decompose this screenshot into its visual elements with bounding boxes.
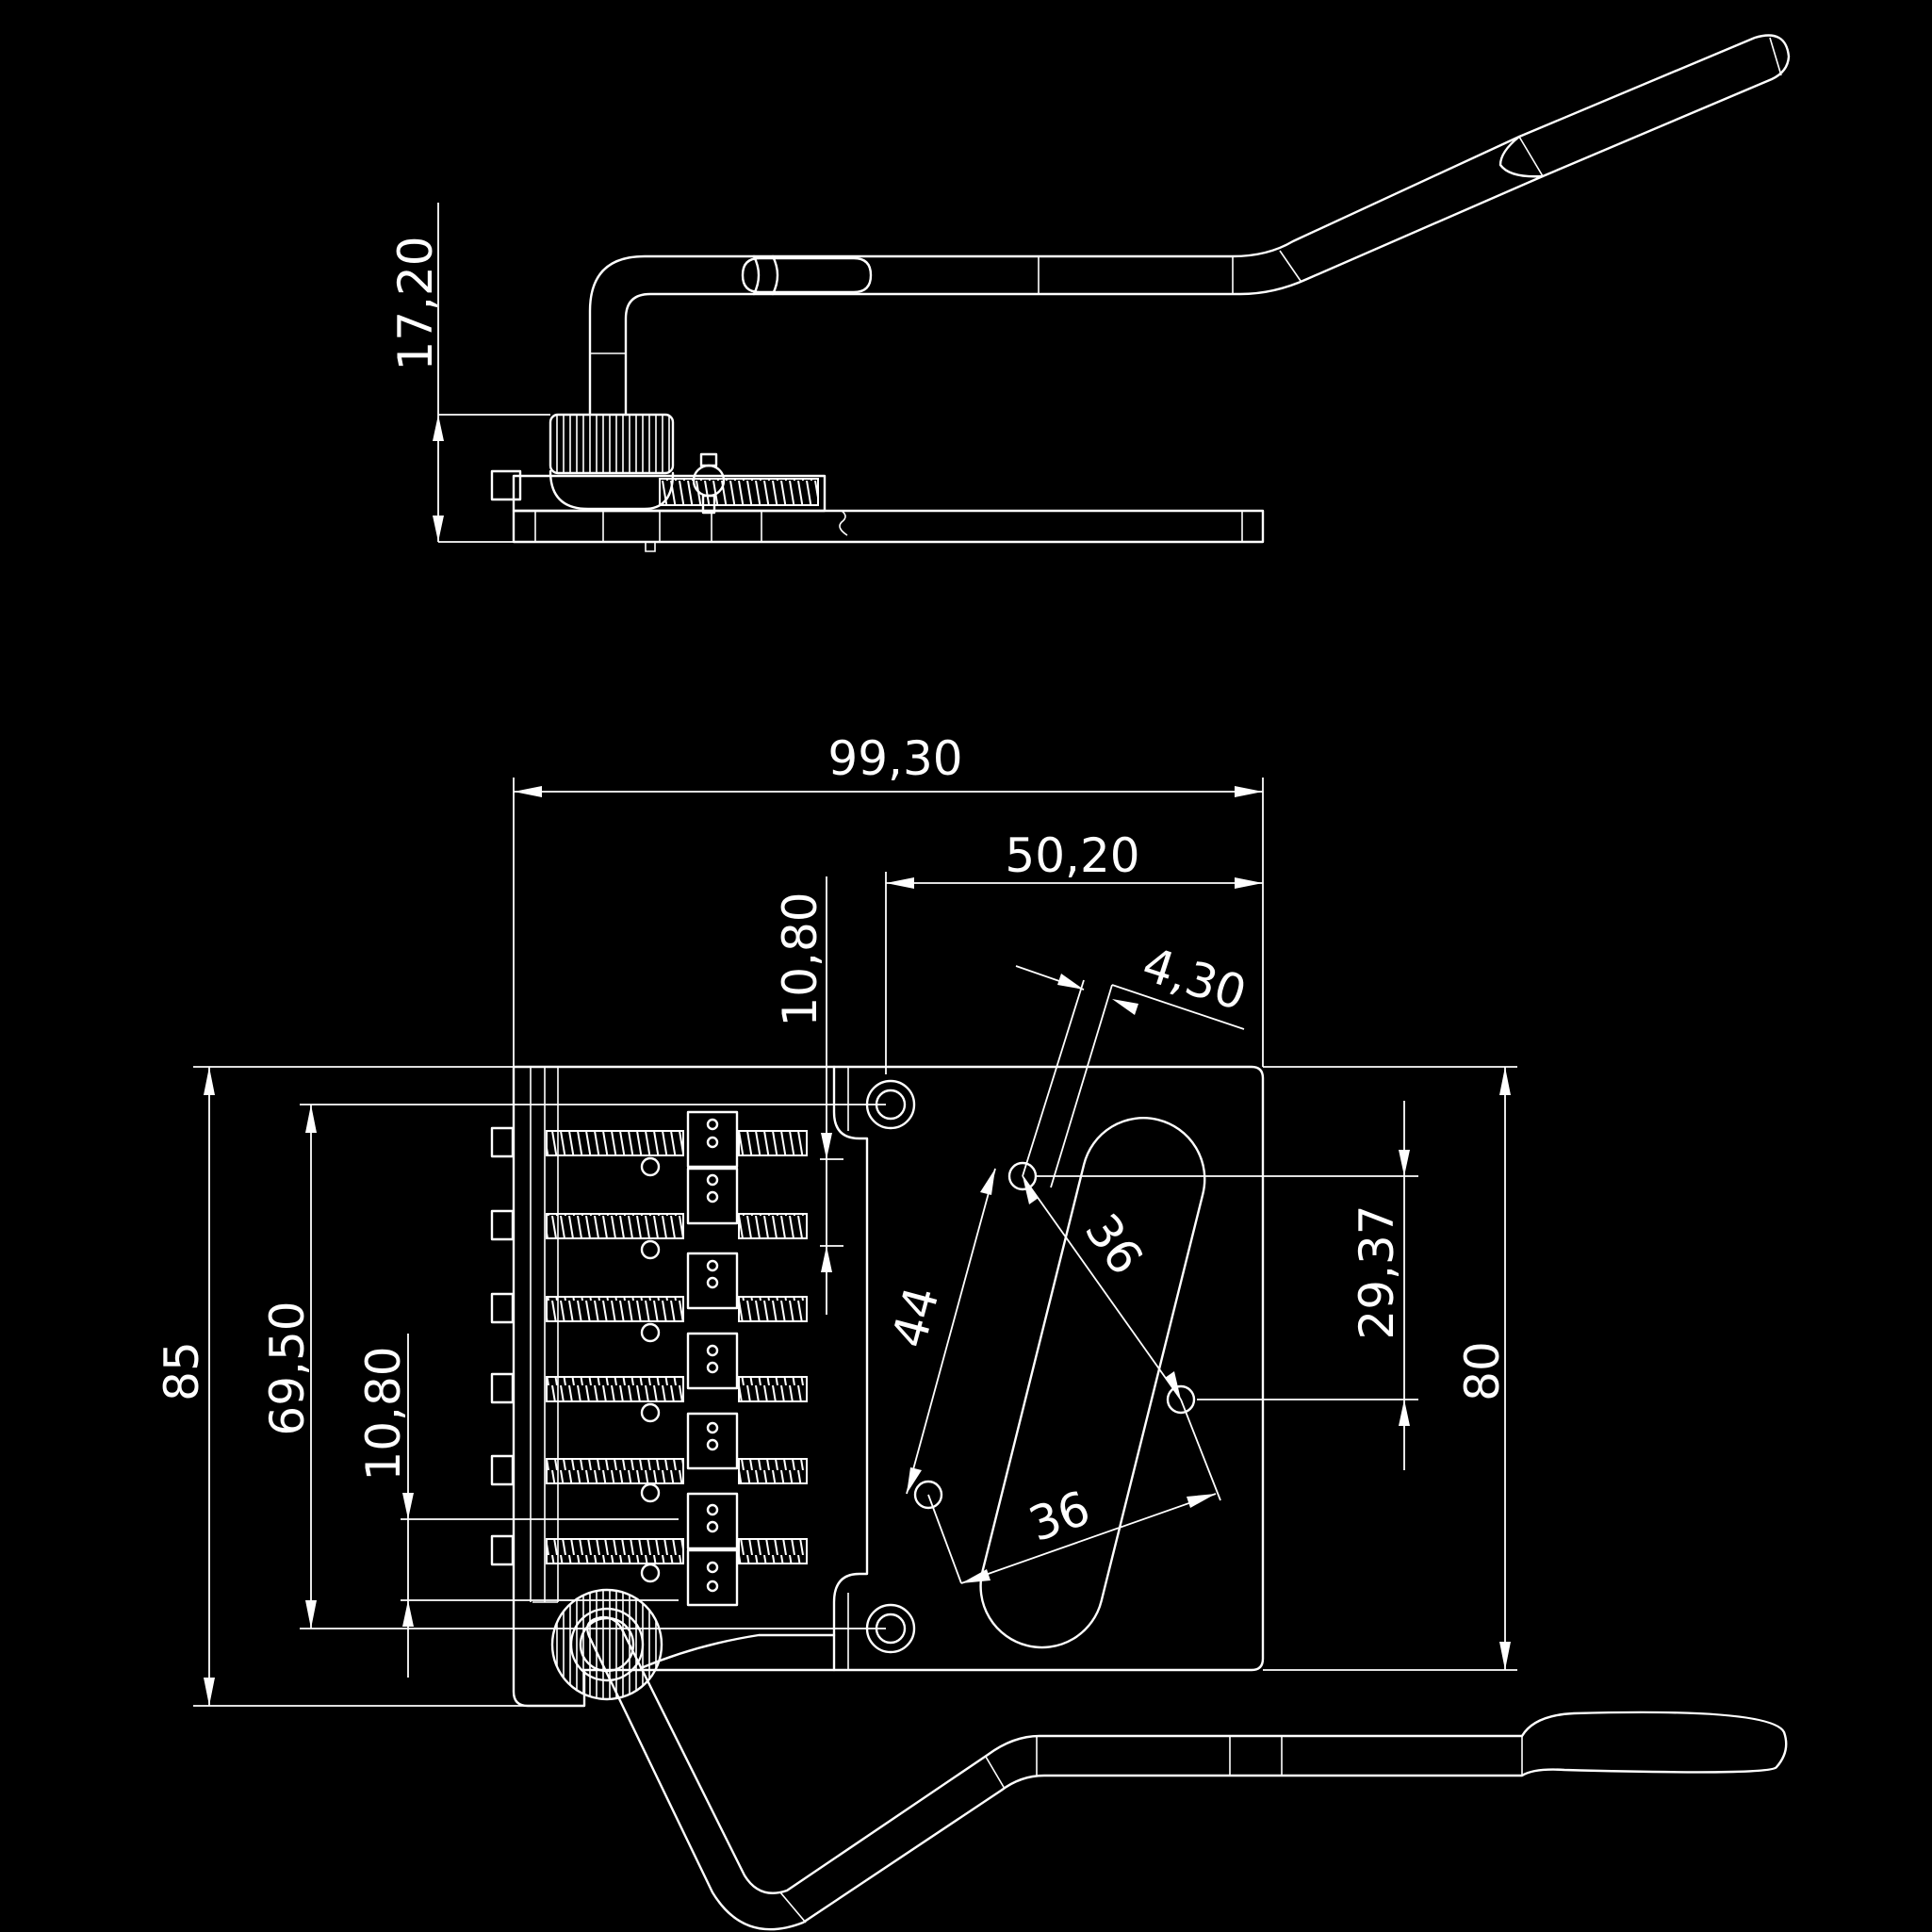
saddle-row bbox=[490, 1110, 808, 1177]
dim-plate-width: 80 bbox=[1263, 1066, 1517, 1671]
dim-hole-spacing-top: 10,80 bbox=[773, 876, 843, 1315]
dim-label-17-20: 17,20 bbox=[388, 236, 443, 370]
dim-pickup-diagonal-b: 36 bbox=[927, 1399, 1221, 1584]
dim-saddle-span: 69,50 bbox=[260, 1104, 886, 1629]
dim-label-10-80-left: 10,80 bbox=[356, 1346, 411, 1481]
dim-pickup-slant: 44 bbox=[881, 1168, 996, 1495]
dim-overall-width: 85 bbox=[155, 1066, 584, 1707]
saddle-row bbox=[490, 1332, 808, 1423]
dim-label-50-20: 50,20 bbox=[1005, 828, 1139, 883]
pickup-hole-3 bbox=[913, 1480, 943, 1510]
pickup-slot bbox=[979, 1117, 1206, 1649]
dim-label-36-b: 36 bbox=[1022, 1481, 1097, 1552]
bridge-backplate bbox=[832, 1065, 869, 1672]
side-base-plate bbox=[512, 509, 1265, 544]
side-saddle-block bbox=[512, 474, 827, 513]
saddle-row bbox=[490, 1252, 808, 1343]
pickup-hole-1 bbox=[1007, 1161, 1038, 1191]
side-tremolo-arm bbox=[588, 34, 1791, 417]
dim-hole-offset-x: 50,20 bbox=[885, 828, 1263, 1074]
saddle-row bbox=[490, 1412, 808, 1503]
dim-label-69-50: 69,50 bbox=[260, 1301, 315, 1435]
dim-side-height: 17,20 bbox=[388, 203, 550, 543]
dim-label-4-30: 4,30 bbox=[1136, 937, 1253, 1022]
dim-label-44: 44 bbox=[881, 1281, 949, 1352]
top-tremolo-arm bbox=[586, 1615, 1788, 1931]
dim-label-10-80-top: 10,80 bbox=[773, 892, 827, 1026]
side-knurled-nut bbox=[548, 413, 675, 475]
saddle-row bbox=[490, 1492, 808, 1607]
dim-label-85: 85 bbox=[155, 1341, 209, 1401]
dim-label-99-30: 99,30 bbox=[827, 731, 962, 786]
dim-pickup-diagonal-a: 36 bbox=[1022, 1175, 1182, 1400]
side-view: 17,20 bbox=[388, 34, 1791, 552]
dim-pickup-hole-span: 29,37 bbox=[1037, 1101, 1418, 1470]
saddle-row bbox=[490, 1167, 808, 1260]
base-plate bbox=[512, 1065, 1265, 1708]
dim-label-29-37: 29,37 bbox=[1350, 1204, 1404, 1339]
dim-slot-width: 4,30 bbox=[1015, 937, 1253, 1188]
top-knurled-nut bbox=[550, 1588, 663, 1701]
side-spring bbox=[659, 478, 819, 506]
dim-hole-spacing-left: 10,80 bbox=[356, 1334, 679, 1678]
top-view: 99,30 50,20 10,80 4,30 bbox=[155, 731, 1788, 1931]
dim-label-36-a: 36 bbox=[1074, 1204, 1154, 1285]
dim-label-80: 80 bbox=[1455, 1341, 1510, 1401]
dim-overall-length: 99,30 bbox=[513, 731, 1264, 1067]
pickup-hole-2 bbox=[1166, 1384, 1196, 1415]
